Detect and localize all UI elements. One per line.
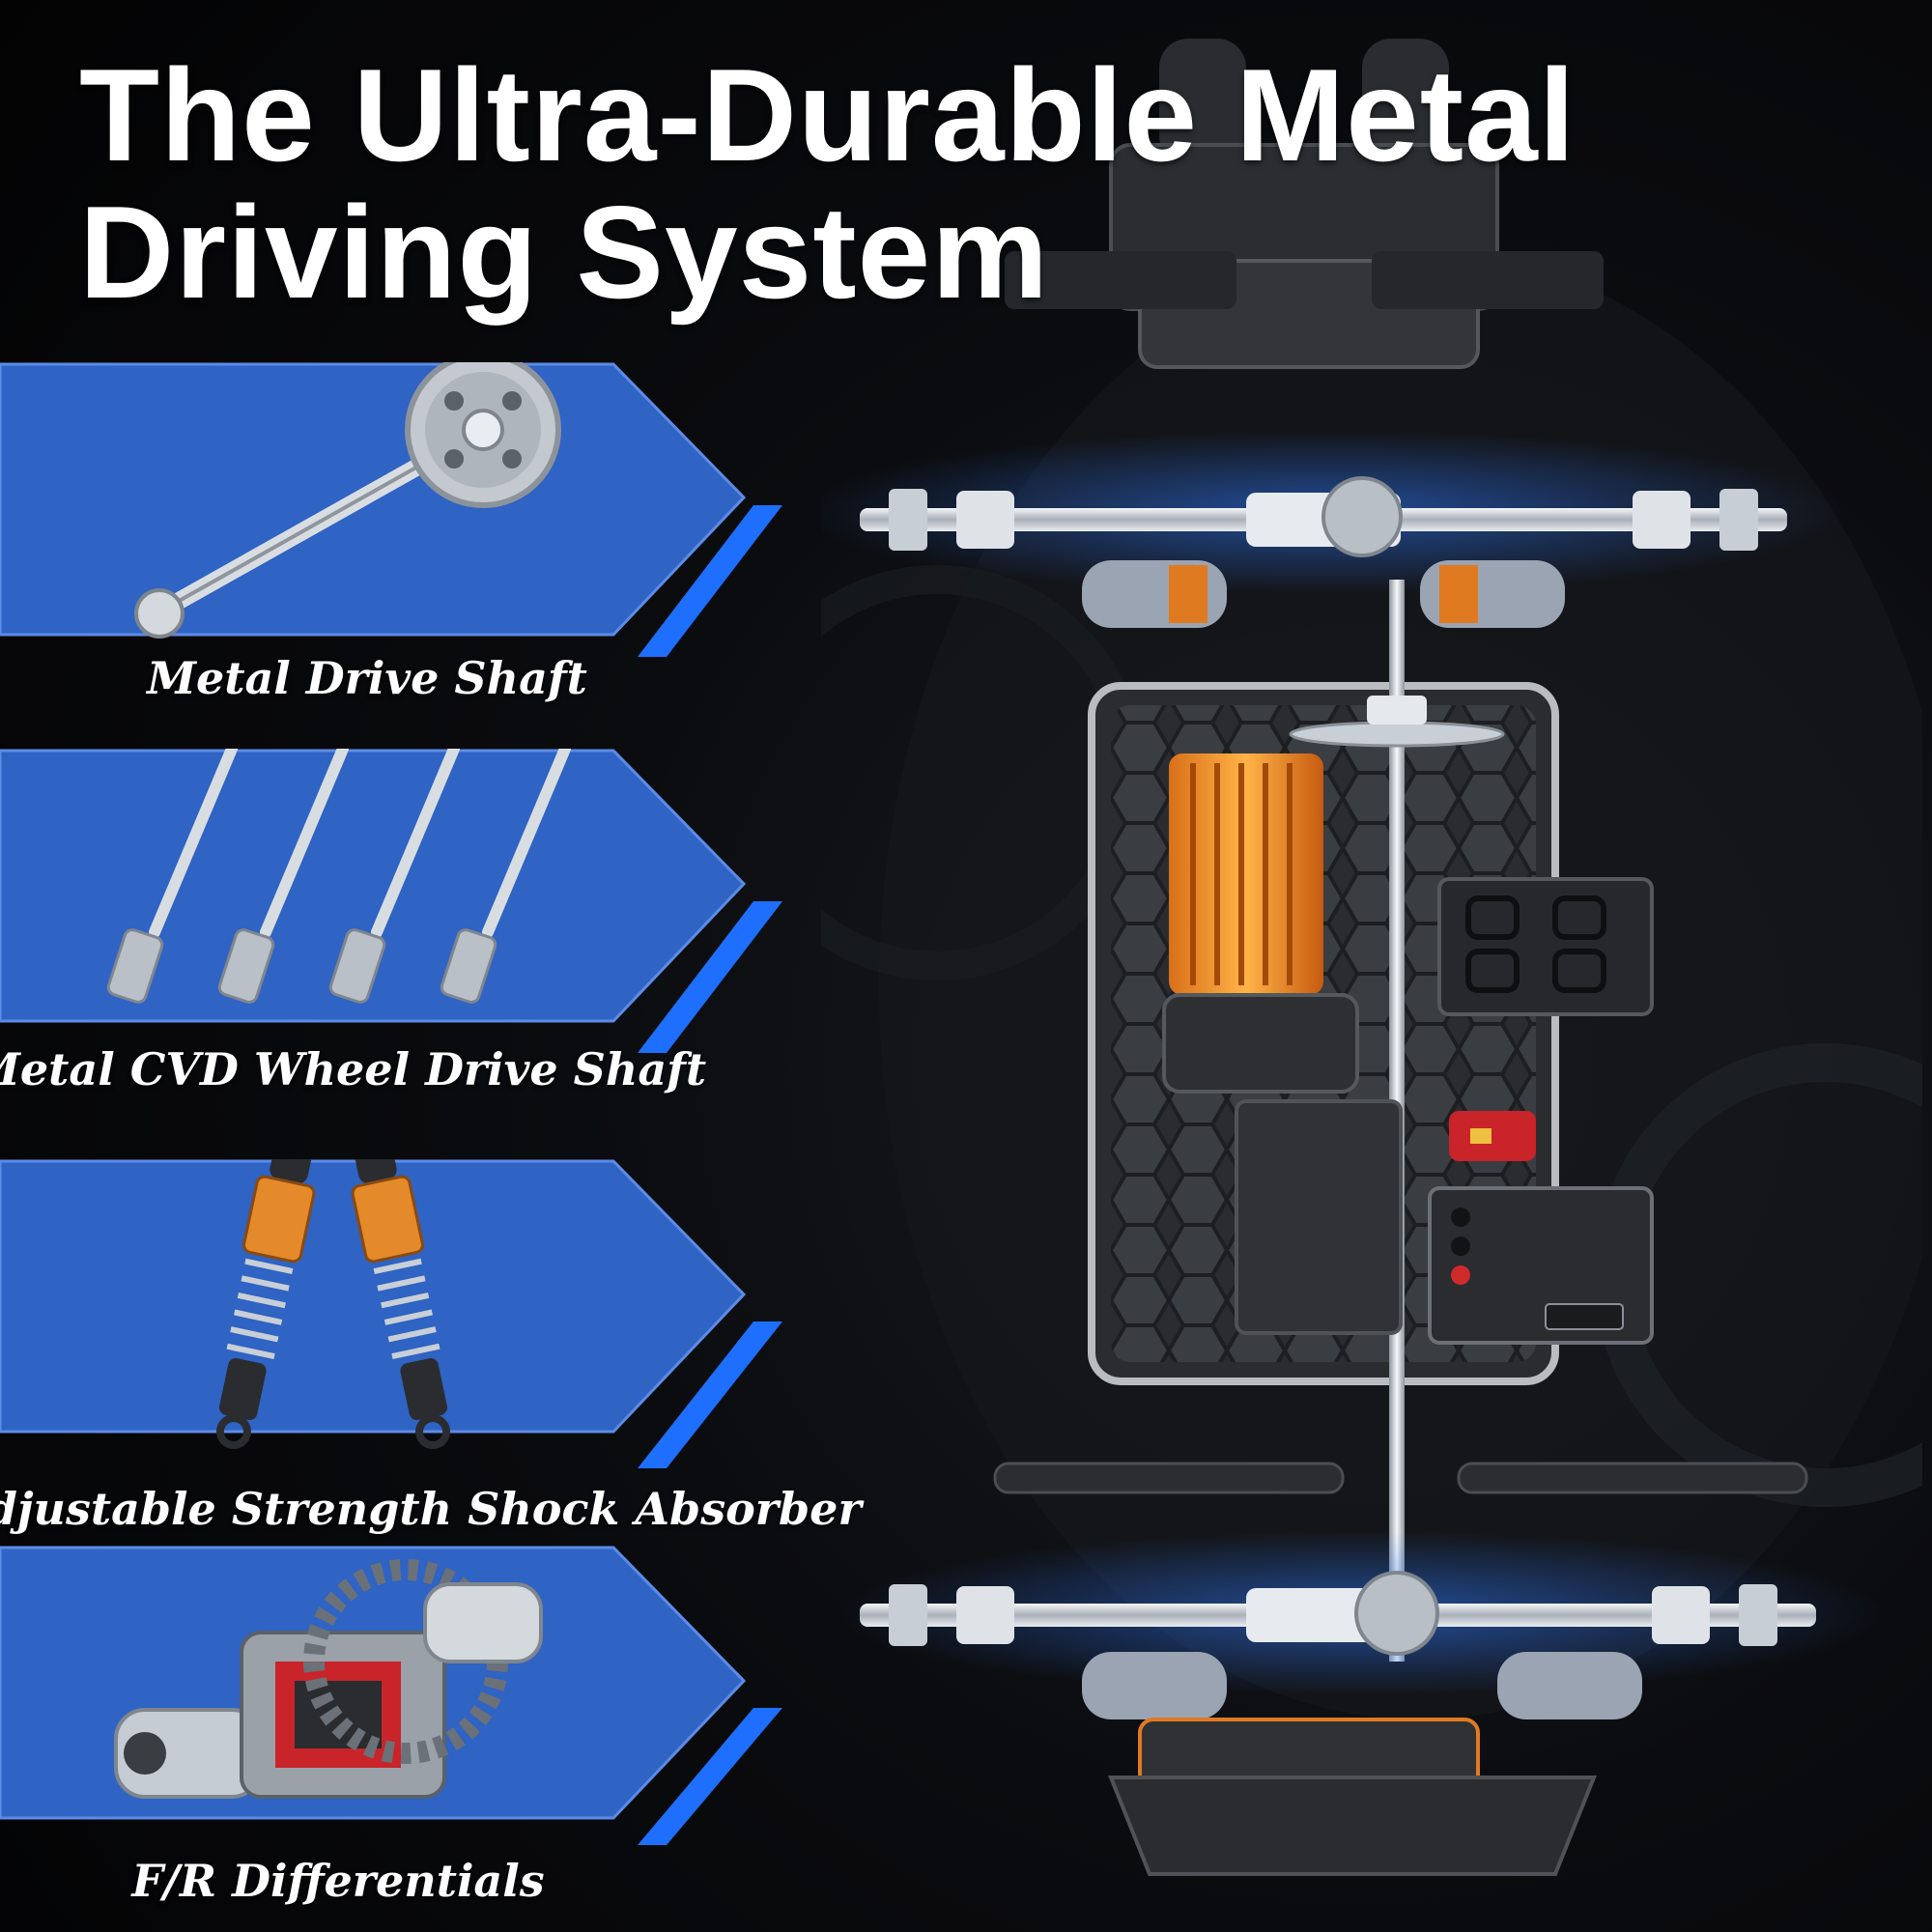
feature-panel-differentials: F/R Differentials [0, 1546, 792, 1913]
headline-line-2: Driving System [79, 179, 1050, 326]
feature-panel-cvd-shaft: Metal CVD Wheel Drive Shaft [0, 749, 792, 1116]
feature-caption: Adjustable Strength Shock Absorber [0, 1483, 862, 1535]
chevron-panel-bg [0, 1159, 782, 1468]
rc-car-chassis-icon [821, 39, 1922, 1876]
feature-caption: Metal CVD Wheel Drive Shaft [0, 1043, 707, 1095]
feature-panel-shock-absorber: Adjustable Strength Shock Absorber [0, 1159, 862, 1535]
chevron-panel-bg [0, 749, 782, 1053]
differential-icon [114, 1559, 543, 1799]
headline: The Ultra-Durable Metal Driving System [79, 46, 1721, 321]
drive-shaft-gear-icon [134, 362, 561, 639]
feature-caption: F/R Differentials [131, 1855, 545, 1907]
cvd-shafts-icon [106, 749, 571, 1004]
feature-caption: Metal Drive Shaft [147, 652, 587, 704]
headline-line-1: The Ultra-Durable Metal [79, 42, 1577, 188]
feature-panel-drive-shaft: Metal Drive Shaft [0, 362, 792, 729]
shock-absorber-icon [215, 1159, 451, 1450]
